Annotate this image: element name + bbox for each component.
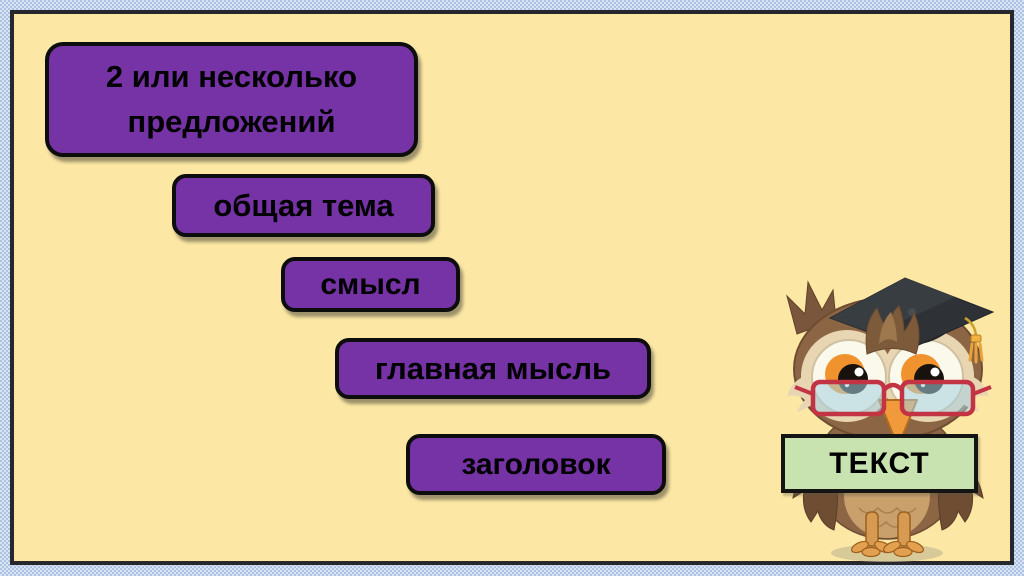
step-box-meaning: смысл bbox=[281, 257, 460, 312]
step-box-main-idea: главная мысль bbox=[335, 338, 651, 399]
step-box-sentences: 2 или несколько предложений bbox=[45, 42, 418, 157]
step-box-common-theme: общая тема bbox=[172, 174, 435, 237]
owl-graduate-illustration bbox=[786, 277, 995, 562]
step-box-heading: заголовок bbox=[406, 434, 666, 495]
owl-glasses bbox=[794, 379, 992, 417]
owl-feet bbox=[851, 511, 924, 558]
slide: 2 или несколько предложений общая тема с… bbox=[10, 10, 1014, 565]
text-sign: ТЕКСТ bbox=[781, 434, 978, 493]
owl-forehead-tuft-highlight bbox=[879, 312, 897, 344]
